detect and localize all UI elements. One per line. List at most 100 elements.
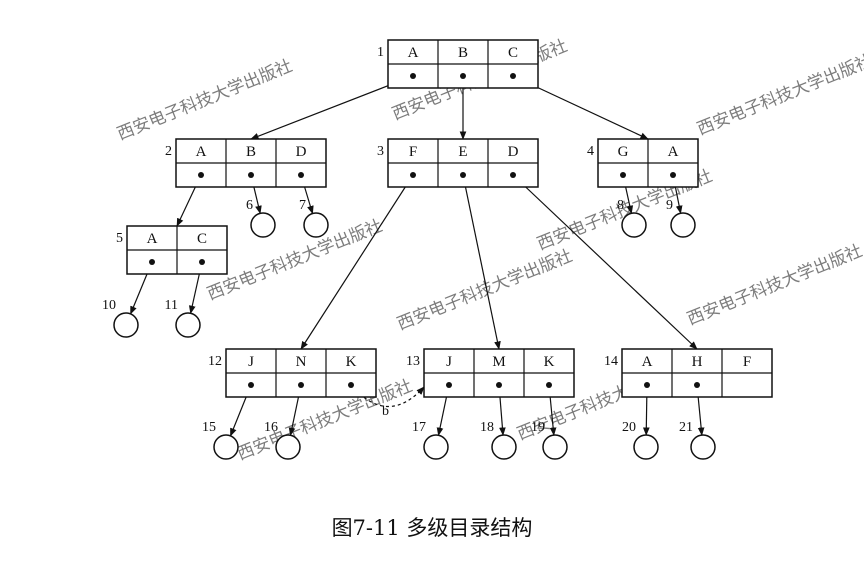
- leaf-number: 16: [264, 420, 278, 435]
- pointer-dot: [149, 259, 155, 265]
- pointer-dot: [510, 172, 516, 178]
- figure-caption: 图7-11 多级目录结构: [331, 516, 533, 540]
- node-number: 1: [377, 45, 384, 60]
- file-leaf-circle: [621, 212, 647, 238]
- cell-label: A: [196, 144, 207, 160]
- leaf-number: 17: [412, 420, 426, 435]
- cell-label: N: [296, 354, 307, 370]
- cell-label: D: [296, 144, 307, 160]
- pointer-dot: [460, 73, 466, 79]
- node-number: 4: [587, 144, 594, 159]
- file-leaf-circle: [491, 434, 517, 460]
- cell-label: G: [618, 144, 629, 160]
- file-leaf-circle: [542, 434, 568, 460]
- pointer-edge: [250, 75, 414, 140]
- cell-label: F: [409, 144, 417, 160]
- file-leaf-circle: [670, 212, 696, 238]
- pointer-dot: [510, 73, 516, 79]
- file-leaf-circle: [213, 434, 239, 460]
- cell-label: E: [458, 144, 467, 160]
- link-edge: [350, 384, 425, 408]
- pointer-dot: [644, 382, 650, 388]
- directory-node: A H F 14: [604, 348, 773, 398]
- pointer-dot: [348, 382, 354, 388]
- node-number: 2: [165, 144, 172, 159]
- pointer-dot: [496, 382, 502, 388]
- cell-label: K: [544, 354, 555, 370]
- leaf-number: 19: [531, 420, 545, 435]
- cell-label: J: [248, 354, 254, 370]
- watermark-text: 西安电子科技大学出版社: [684, 241, 864, 330]
- directory-node: J M K 13: [406, 348, 575, 398]
- watermark-text: 西安电子科技大学出版社: [114, 56, 295, 145]
- cell-label: H: [692, 354, 703, 370]
- pointer-dot: [248, 382, 254, 388]
- leaf-number: 20: [622, 420, 636, 435]
- cell-label: B: [458, 45, 468, 61]
- file-leaf-circle: [423, 434, 449, 460]
- directory-node: G A 4: [587, 138, 699, 188]
- node-number: 3: [377, 144, 384, 159]
- file-leaf-circle: [113, 312, 139, 338]
- cell-label: C: [197, 231, 207, 247]
- pointer-dot: [298, 382, 304, 388]
- directory-node: A B D 2: [165, 138, 327, 188]
- pointer-edge: [300, 174, 414, 350]
- cell-label: C: [508, 45, 518, 61]
- pointer-dot: [620, 172, 626, 178]
- node-number: 12: [208, 354, 222, 369]
- pointer-dot: [460, 172, 466, 178]
- leaf-number: 8: [617, 198, 624, 213]
- cell-label: B: [246, 144, 256, 160]
- pointer-dot: [298, 172, 304, 178]
- file-leaf-circle: [633, 434, 659, 460]
- pointer-edge: [462, 174, 501, 350]
- pointer-dot: [410, 73, 416, 79]
- file-leaf-circle: [175, 312, 201, 338]
- file-leaf-circle: [690, 434, 716, 460]
- directory-node: J N K 12: [208, 348, 377, 398]
- pointer-dot: [199, 259, 205, 265]
- cell-label: J: [446, 354, 452, 370]
- cell-label: A: [147, 231, 158, 247]
- pointer-dot: [410, 172, 416, 178]
- pointer-dot: [670, 172, 676, 178]
- leaf-number: 15: [202, 420, 216, 435]
- pointer-dot: [248, 172, 254, 178]
- leaf-number: 6: [246, 198, 253, 213]
- pointer-dot: [694, 382, 700, 388]
- edges-layer: b: [130, 75, 705, 437]
- cell-label: A: [408, 45, 419, 61]
- directory-node: A B C 1: [377, 39, 539, 89]
- cell-label: D: [508, 144, 519, 160]
- link-label: b: [382, 404, 389, 419]
- cell-label: A: [668, 144, 679, 160]
- cell-label: K: [346, 354, 357, 370]
- leaf-number: 10: [102, 298, 116, 313]
- leaf-number: 7: [299, 198, 306, 213]
- pointer-dot: [546, 382, 552, 388]
- node-number: 5: [116, 231, 123, 246]
- leaf-number: 11: [165, 298, 178, 313]
- file-leaf-circle: [250, 212, 276, 238]
- cell-label: F: [743, 354, 751, 370]
- leaves-layer: 6 7 8 9 10 11 15 16 17 18 19 20 21: [102, 198, 716, 460]
- pointer-dot: [446, 382, 452, 388]
- watermark-text: 西安电子科技大学出版社: [394, 246, 575, 335]
- node-number: 13: [406, 354, 420, 369]
- file-leaf-circle: [275, 434, 301, 460]
- leaf-number: 9: [666, 198, 673, 213]
- file-leaf-circle: [303, 212, 329, 238]
- directory-node: F E D 3: [377, 138, 539, 188]
- directory-node: A C 5: [116, 225, 228, 275]
- cell-label: M: [492, 354, 505, 370]
- pointer-edge: [512, 174, 698, 350]
- leaf-number: 18: [480, 420, 494, 435]
- pointer-dot: [198, 172, 204, 178]
- cell-label: A: [642, 354, 653, 370]
- node-number: 14: [604, 354, 618, 369]
- leaf-number: 21: [679, 420, 693, 435]
- watermark-text: 西安电子科技大学出版社: [694, 51, 864, 140]
